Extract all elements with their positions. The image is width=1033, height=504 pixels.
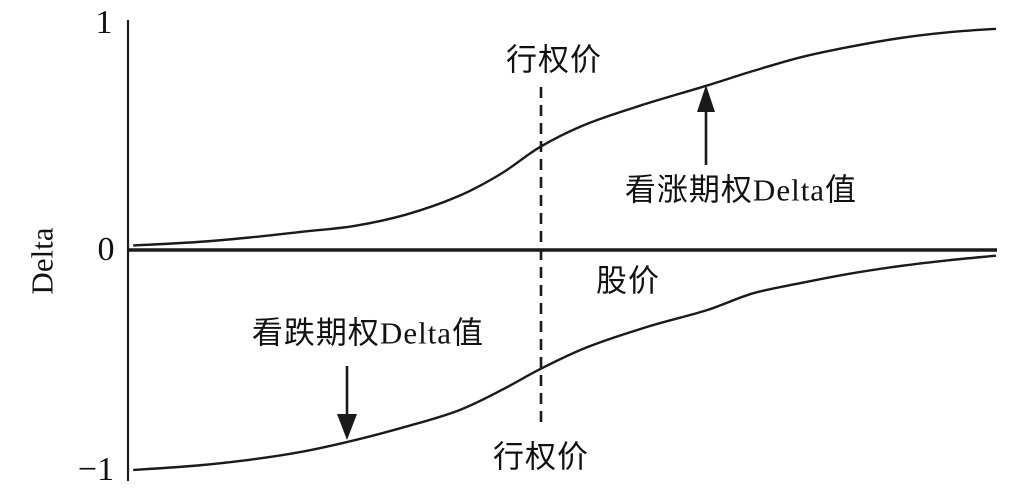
y-tick-0: 0 — [97, 231, 115, 268]
strike-price-label-bottom: 行权价 — [493, 439, 589, 475]
call-arrow-icon — [697, 85, 715, 165]
put-delta-curve — [133, 254, 997, 472]
call-delta-curve — [133, 27, 997, 247]
x-axis-title: 股价 — [596, 263, 660, 299]
strike-price-label-top: 行权价 — [506, 42, 602, 78]
y-tick-1: 1 — [95, 4, 113, 41]
y-tick-neg1: −1 — [77, 451, 115, 488]
put-curve-label: 看跌期权Delta值 — [251, 315, 485, 351]
put-arrow-icon — [337, 366, 357, 440]
y-axis-title: Delta — [24, 227, 60, 295]
call-curve-label: 看涨期权Delta值 — [624, 172, 858, 208]
